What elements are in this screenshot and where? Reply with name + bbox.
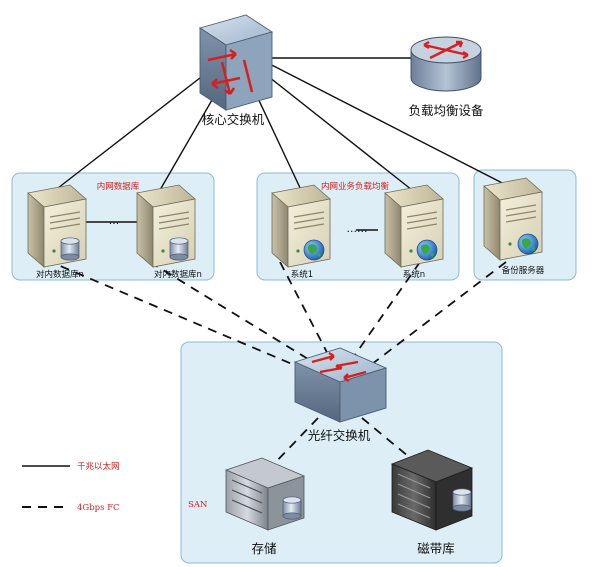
app-ellipsis: ...... (347, 222, 368, 235)
legend: 千兆以太网 4Gbps FC (22, 461, 120, 513)
tape-library-icon[interactable] (390, 449, 474, 531)
storage-label: 存储 (251, 541, 276, 556)
db-server-1-label: 对内数据库n (36, 269, 84, 280)
db-server-2-icon[interactable] (136, 184, 196, 268)
db-ellipsis: ... (109, 214, 120, 227)
core-switch-label: 核心交换机 (202, 112, 265, 127)
legend-fc-label: 4Gbps FC (77, 503, 120, 513)
db-group-title: 内网数据库 (97, 181, 140, 192)
legend-ethernet-label: 千兆以太网 (77, 461, 120, 472)
app-server-2-label: 系统n (403, 269, 425, 280)
fc-links (45, 259, 507, 467)
db-server-1-icon[interactable] (27, 184, 87, 268)
app-server-1-icon[interactable] (271, 184, 331, 268)
fiber-switch-icon[interactable] (293, 347, 388, 423)
db-server-2-label: 对内数据库n (154, 269, 202, 280)
storage-icon[interactable] (224, 457, 306, 531)
backup-server-icon[interactable] (483, 177, 543, 261)
core-switch-icon[interactable] (198, 14, 274, 111)
san-label: SAN (188, 500, 208, 510)
tape-library-label: 磁带库 (417, 541, 455, 556)
load-balancer-label: 负载均衡设备 (408, 103, 484, 118)
load-balancer-icon[interactable] (410, 36, 482, 92)
backup-server-label: 备份服务器 (502, 265, 545, 276)
app-server-1-label: 系统1 (291, 269, 313, 280)
fiber-switch-label: 光纤交换机 (308, 428, 371, 443)
app-group-title: 内网业务负载均衡 (321, 181, 390, 192)
app-server-2-icon[interactable] (384, 184, 444, 268)
